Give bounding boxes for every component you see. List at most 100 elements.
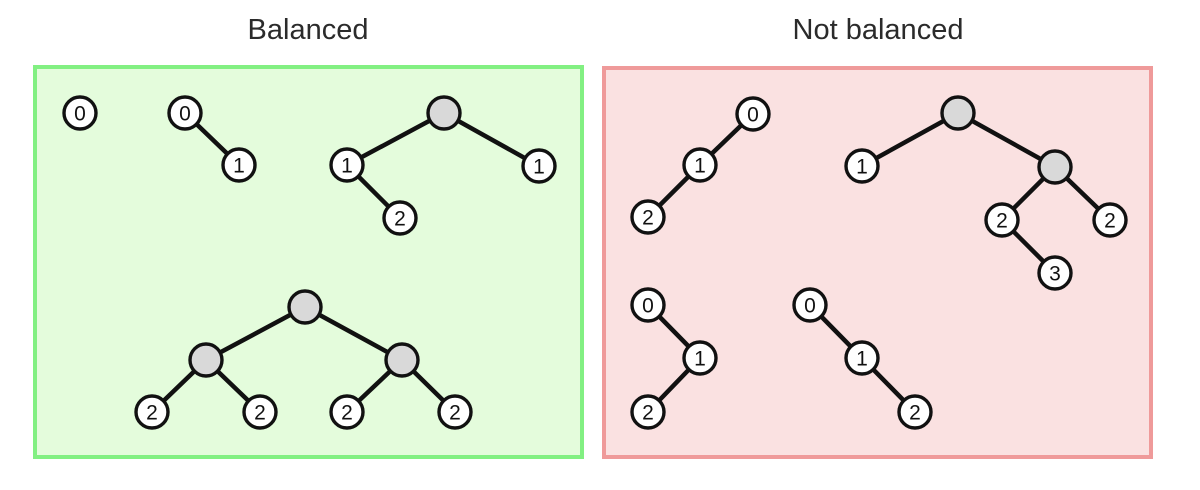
tree-edge xyxy=(203,304,308,363)
tree-node: 2 xyxy=(897,394,933,430)
node-depth-label: 2 xyxy=(642,207,654,230)
tree-node xyxy=(940,95,976,131)
tree-node xyxy=(188,342,224,378)
tree-node: 0 xyxy=(167,95,203,131)
node-depth-label: 2 xyxy=(996,210,1008,233)
node-circle-leaf xyxy=(1092,202,1128,238)
node-depth-label: 0 xyxy=(74,103,86,126)
node-depth-label: 1 xyxy=(341,155,353,178)
node-depth-label: 2 xyxy=(1104,210,1116,233)
tree-node: 1 xyxy=(844,340,880,376)
node-depth-label: 2 xyxy=(394,208,406,231)
tree-node xyxy=(287,289,323,325)
tree-edges xyxy=(859,110,1113,276)
node-circle-leaf xyxy=(242,394,278,430)
node-circle-leaf xyxy=(984,202,1020,238)
tree-deep-right-tree: 1 2 2 3 xyxy=(844,95,1128,291)
node-circle-internal xyxy=(1037,149,1073,185)
tree-node: 2 xyxy=(329,394,365,430)
tree-node: 0 xyxy=(62,95,98,131)
node-circle-leaf xyxy=(630,287,666,323)
node-circle-leaf xyxy=(630,199,666,235)
node-depth-label: 2 xyxy=(642,402,654,425)
tree-zigzag-tree: 0 1 2 xyxy=(630,287,718,430)
node-circle-leaf xyxy=(682,340,718,376)
tree-node: 2 xyxy=(242,394,278,430)
tree-left-chain-tree: 0 1 2 xyxy=(630,96,771,235)
tree-edge xyxy=(859,110,961,169)
tree-edge xyxy=(441,110,542,169)
tree-node: 1 xyxy=(329,147,365,183)
tree-node: 1 xyxy=(682,147,718,183)
node-circle-leaf xyxy=(221,147,257,183)
tree-node: 2 xyxy=(984,202,1020,238)
tree-four-node-tree: 1 1 2 xyxy=(329,95,557,236)
node-depth-label: 0 xyxy=(642,295,654,318)
tree-node: 2 xyxy=(382,200,418,236)
tree-node: 1 xyxy=(521,148,557,184)
node-circle-internal xyxy=(426,95,462,131)
panel-title-balanced: Balanced xyxy=(247,14,369,46)
tree-perfect-tree: 2 2 2 2 xyxy=(134,289,473,430)
tree-node: 2 xyxy=(437,394,473,430)
node-depth-label: 1 xyxy=(533,156,545,179)
tree-node xyxy=(426,95,462,131)
node-circle-leaf xyxy=(792,287,828,323)
node-circle-leaf xyxy=(329,394,365,430)
node-circle-leaf xyxy=(329,147,365,183)
tree-edge xyxy=(955,110,1058,170)
node-circle-leaf xyxy=(844,148,880,184)
node-circle-leaf xyxy=(897,394,933,430)
node-circle-internal xyxy=(940,95,976,131)
node-circle-internal xyxy=(188,342,224,378)
node-circle-leaf xyxy=(437,394,473,430)
node-circle-leaf xyxy=(630,394,666,430)
node-depth-label: 2 xyxy=(254,402,266,425)
node-depth-label: 1 xyxy=(233,155,245,178)
node-circle-leaf xyxy=(382,200,418,236)
node-circle-leaf xyxy=(682,147,718,183)
node-depth-label: 2 xyxy=(341,402,353,425)
node-circle-leaf xyxy=(521,148,557,184)
node-depth-label: 2 xyxy=(449,402,461,425)
node-depth-label: 2 xyxy=(146,402,158,425)
tree-node: 1 xyxy=(221,147,257,183)
node-depth-label: 1 xyxy=(694,348,706,371)
tree-two-node-tree: 01 xyxy=(167,95,257,183)
node-depth-label: 1 xyxy=(856,156,868,179)
tree-node: 0 xyxy=(792,287,828,323)
tree-edge xyxy=(302,304,405,363)
tree-node xyxy=(384,342,420,378)
node-circle-leaf xyxy=(134,394,170,430)
tree-edge xyxy=(344,110,447,168)
tree-node: 2 xyxy=(1092,202,1128,238)
panel-title-not-balanced: Not balanced xyxy=(792,14,964,46)
node-depth-label: 0 xyxy=(179,103,191,126)
node-circle-leaf xyxy=(844,340,880,376)
tree-node: 3 xyxy=(1037,255,1073,291)
tree-node: 2 xyxy=(630,199,666,235)
node-depth-label: 0 xyxy=(804,295,816,318)
tree-node: 0 xyxy=(630,287,666,323)
node-depth-label: 1 xyxy=(694,155,706,178)
tree-right-chain-tree: 0 1 2 xyxy=(792,287,933,430)
node-depth-label: 2 xyxy=(909,402,921,425)
node-depth-label: 3 xyxy=(1049,263,1061,286)
tree-node: 1 xyxy=(682,340,718,376)
node-circle-internal xyxy=(384,342,420,378)
node-depth-label: 0 xyxy=(747,104,759,127)
node-depth-label: 1 xyxy=(856,348,868,371)
node-circle-leaf xyxy=(62,95,98,131)
tree-single-node-tree: 0 xyxy=(62,95,98,131)
tree-node: 2 xyxy=(134,394,170,430)
tree-node xyxy=(1037,149,1073,185)
tree-node: 2 xyxy=(630,394,666,430)
node-circle-internal xyxy=(287,289,323,325)
panel-balanced xyxy=(33,65,584,459)
node-circle-leaf xyxy=(167,95,203,131)
node-circle-leaf xyxy=(1037,255,1073,291)
tree-node: 0 xyxy=(735,96,771,132)
tree-node: 1 xyxy=(844,148,880,184)
